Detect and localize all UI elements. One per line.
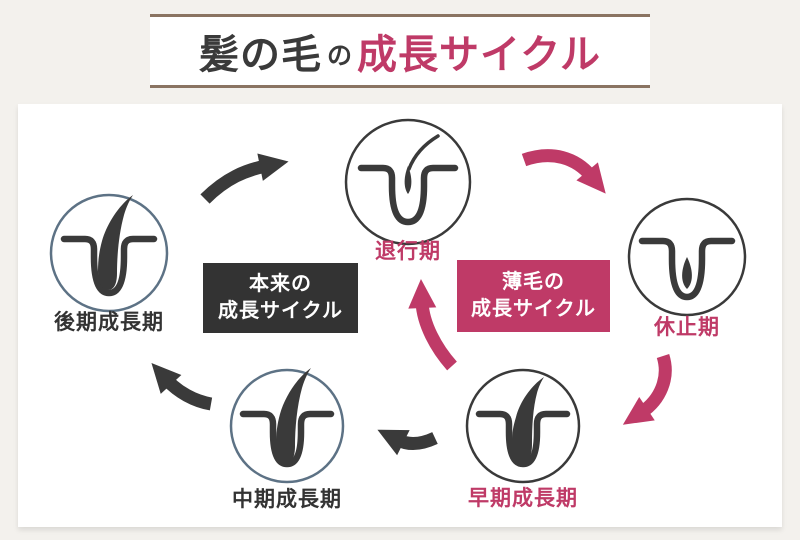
- thinning-cycle-line2: 成長サイクル: [471, 298, 596, 320]
- arrow-resting-to-early-growth-icon: [622, 354, 672, 425]
- stage-label-mid-growth: 中期成長期: [232, 488, 342, 511]
- stage-label-early-growth: 早期成長期: [468, 487, 578, 510]
- stage-circle-late-growth: [49, 193, 169, 313]
- stage-label-late-growth: 後期成長期: [54, 311, 164, 334]
- page-title: 髪の毛 の 成長サイクル: [150, 14, 650, 88]
- title-particle-text: の: [326, 42, 352, 70]
- title-main-text: 髪の毛: [198, 33, 322, 77]
- stage-circle-resting: [627, 197, 747, 317]
- normal-cycle-box: 本来の 成長サイクル: [203, 263, 358, 333]
- hair-follicle-mid-growth-icon: [239, 368, 335, 468]
- arrow-early-growth-to-regression-icon: [408, 279, 457, 371]
- stage-circle-early-growth: [465, 368, 581, 484]
- thinning-cycle-box: 薄毛の 成長サイクル: [457, 260, 610, 332]
- stage-label-resting: 休止期: [654, 316, 720, 339]
- cycle-diagram: [49, 118, 747, 484]
- stage-circle-mid-growth: [229, 368, 345, 484]
- hair-follicle-late-growth-icon: [60, 195, 158, 297]
- hair-follicle-resting-icon: [638, 237, 736, 301]
- arrow-late-growth-to-regression-icon: [200, 153, 289, 204]
- hair-follicle-regression-icon: [357, 134, 459, 226]
- arrow-mid-growth-to-late-growth-icon: [151, 363, 213, 411]
- hair-follicle-early-growth-icon: [475, 377, 571, 468]
- diagram-panel: 退行期 休止期 早期成長期 中期成長期 後期成長期 本来の 成長サイクル 薄毛の…: [18, 104, 782, 527]
- title-accent-text: 成長サイクル: [357, 33, 601, 77]
- normal-cycle-line2: 成長サイクル: [218, 300, 343, 322]
- stage-circle-regression: [344, 118, 472, 246]
- stage-label-regression: 退行期: [375, 240, 441, 263]
- arrow-regression-to-resting-icon: [521, 149, 606, 194]
- thinning-cycle-line1: 薄毛の: [502, 271, 565, 293]
- normal-cycle-line1: 本来の: [249, 273, 312, 295]
- arrow-early-growth-to-mid-growth-icon: [377, 429, 438, 456]
